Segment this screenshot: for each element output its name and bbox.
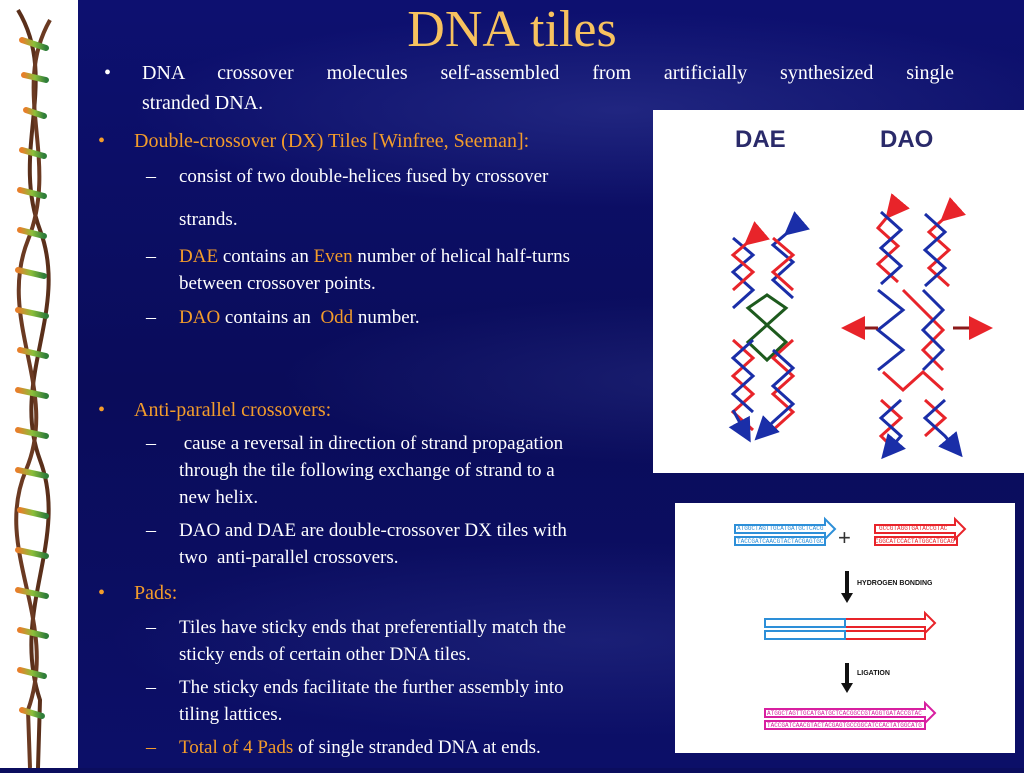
seq-red-top: GCCGTAGGTGATACCGTAC bbox=[879, 525, 948, 532]
seq-red-bottom: CGGCATCCACTATGGCATGCAG bbox=[875, 538, 955, 545]
sub-marker: – bbox=[146, 676, 156, 698]
bullet4-sub1-line1: Tiles have sticky ends that preferential… bbox=[179, 617, 567, 638]
bullet2-sub1-line2: strands. bbox=[179, 209, 238, 230]
text-run: contains an bbox=[220, 307, 321, 328]
sub-marker: – bbox=[146, 165, 156, 187]
seq-blue-bottom: TACCGATCAACGTACTACGAGTGC bbox=[737, 538, 824, 545]
dae-label: DAE bbox=[735, 126, 786, 153]
bullet3-heading: Anti-parallel crossovers: bbox=[134, 399, 332, 421]
dna-helix-decoration bbox=[0, 0, 78, 769]
dx-tile-figure: DAE DAO bbox=[653, 110, 1024, 473]
bullet3-sub2-line2: two anti-parallel crossovers. bbox=[179, 547, 399, 568]
bullet2-sub1-line1: consist of two double-helices fused by c… bbox=[179, 166, 549, 187]
dx-tile-diagram bbox=[728, 193, 993, 460]
sub-marker: – bbox=[146, 432, 156, 454]
bullet1-line1: DNA crossover molecules self-assembled f… bbox=[142, 62, 954, 84]
bullet-marker: • bbox=[98, 582, 106, 604]
sub-marker: – bbox=[146, 245, 156, 267]
bullet-marker: • bbox=[104, 62, 112, 84]
bullet3-sub1-line2: through the tile following exchange of s… bbox=[179, 460, 555, 481]
text-run: contains an bbox=[218, 246, 314, 267]
bullet2-sub3-line1: DAO contains an Odd number. bbox=[179, 304, 420, 331]
sub-marker: – bbox=[146, 616, 156, 638]
hydrogen-bonding-label: HYDROGEN BONDING bbox=[857, 580, 933, 587]
dae-term: DAE bbox=[179, 246, 219, 267]
sticky-ends-figure: ATGGCTAGTTGCATGATGCTCACG TACCGATCAACGTAC… bbox=[675, 503, 1015, 753]
bullet-marker: • bbox=[98, 399, 106, 421]
bullet4-heading: Pads: bbox=[134, 582, 178, 604]
bullet3-sub1-line3: new helix. bbox=[179, 487, 259, 508]
bullet3-sub1-line1: cause a reversal in direction of strand … bbox=[179, 433, 564, 454]
sub-marker: – bbox=[146, 519, 156, 541]
dao-label: DAO bbox=[880, 126, 934, 153]
bullet4-sub1-line2: sticky ends of certain other DNA tiles. bbox=[179, 644, 471, 665]
bullet-marker: • bbox=[98, 130, 106, 152]
total-pads-term: Total of 4 Pads bbox=[179, 737, 294, 758]
text-run: of single stranded DNA at ends. bbox=[293, 737, 541, 758]
sub-marker: – bbox=[146, 306, 156, 328]
text-run: number. bbox=[353, 307, 420, 328]
bullet3-sub2-line1: DAO and DAE are double-crossover DX tile… bbox=[179, 520, 567, 541]
ligation-label: LIGATION bbox=[857, 670, 890, 677]
slide-title: DNA tiles bbox=[407, 1, 617, 58]
text-run: number of helical half-turns bbox=[352, 246, 570, 267]
even-term: Even bbox=[313, 246, 353, 267]
bullet4-sub2-line2: tiling lattices. bbox=[179, 704, 283, 725]
odd-term: Odd bbox=[320, 307, 354, 328]
bullet4-sub2-line1: The sticky ends facilitate the further a… bbox=[179, 677, 564, 698]
dna-helix-icon bbox=[14, 8, 52, 769]
seq-blue-top: ATGGCTAGTTGCATGATGCTCACG bbox=[737, 525, 824, 532]
bullet1-line2: stranded DNA. bbox=[142, 92, 264, 114]
bullet2-heading: Double-crossover (DX) Tiles [Winfree, Se… bbox=[134, 130, 530, 152]
plus-sign: + bbox=[838, 525, 851, 550]
dao-term: DAO bbox=[179, 307, 221, 328]
sub-marker: – bbox=[146, 736, 156, 758]
bullet2-sub2-line2: between crossover points. bbox=[179, 273, 376, 294]
seq-pink-bottom: TACCGATCAACGTACTACGAGTGCCGGCATCCACTATGGC… bbox=[767, 722, 922, 729]
sticky-ends-diagram: ATGGCTAGTTGCATGATGCTCACG TACCGATCAACGTAC… bbox=[734, 516, 967, 730]
bullet2-sub2-line1: DAE contains an Even number of helical h… bbox=[179, 243, 570, 270]
bullet4-sub3-line1: Total of 4 Pads of single stranded DNA a… bbox=[179, 734, 541, 761]
seq-pink-top: ATGGCTAGTTGCATGATGCTCACGGCCGTAGGTGATACCG… bbox=[767, 710, 922, 717]
